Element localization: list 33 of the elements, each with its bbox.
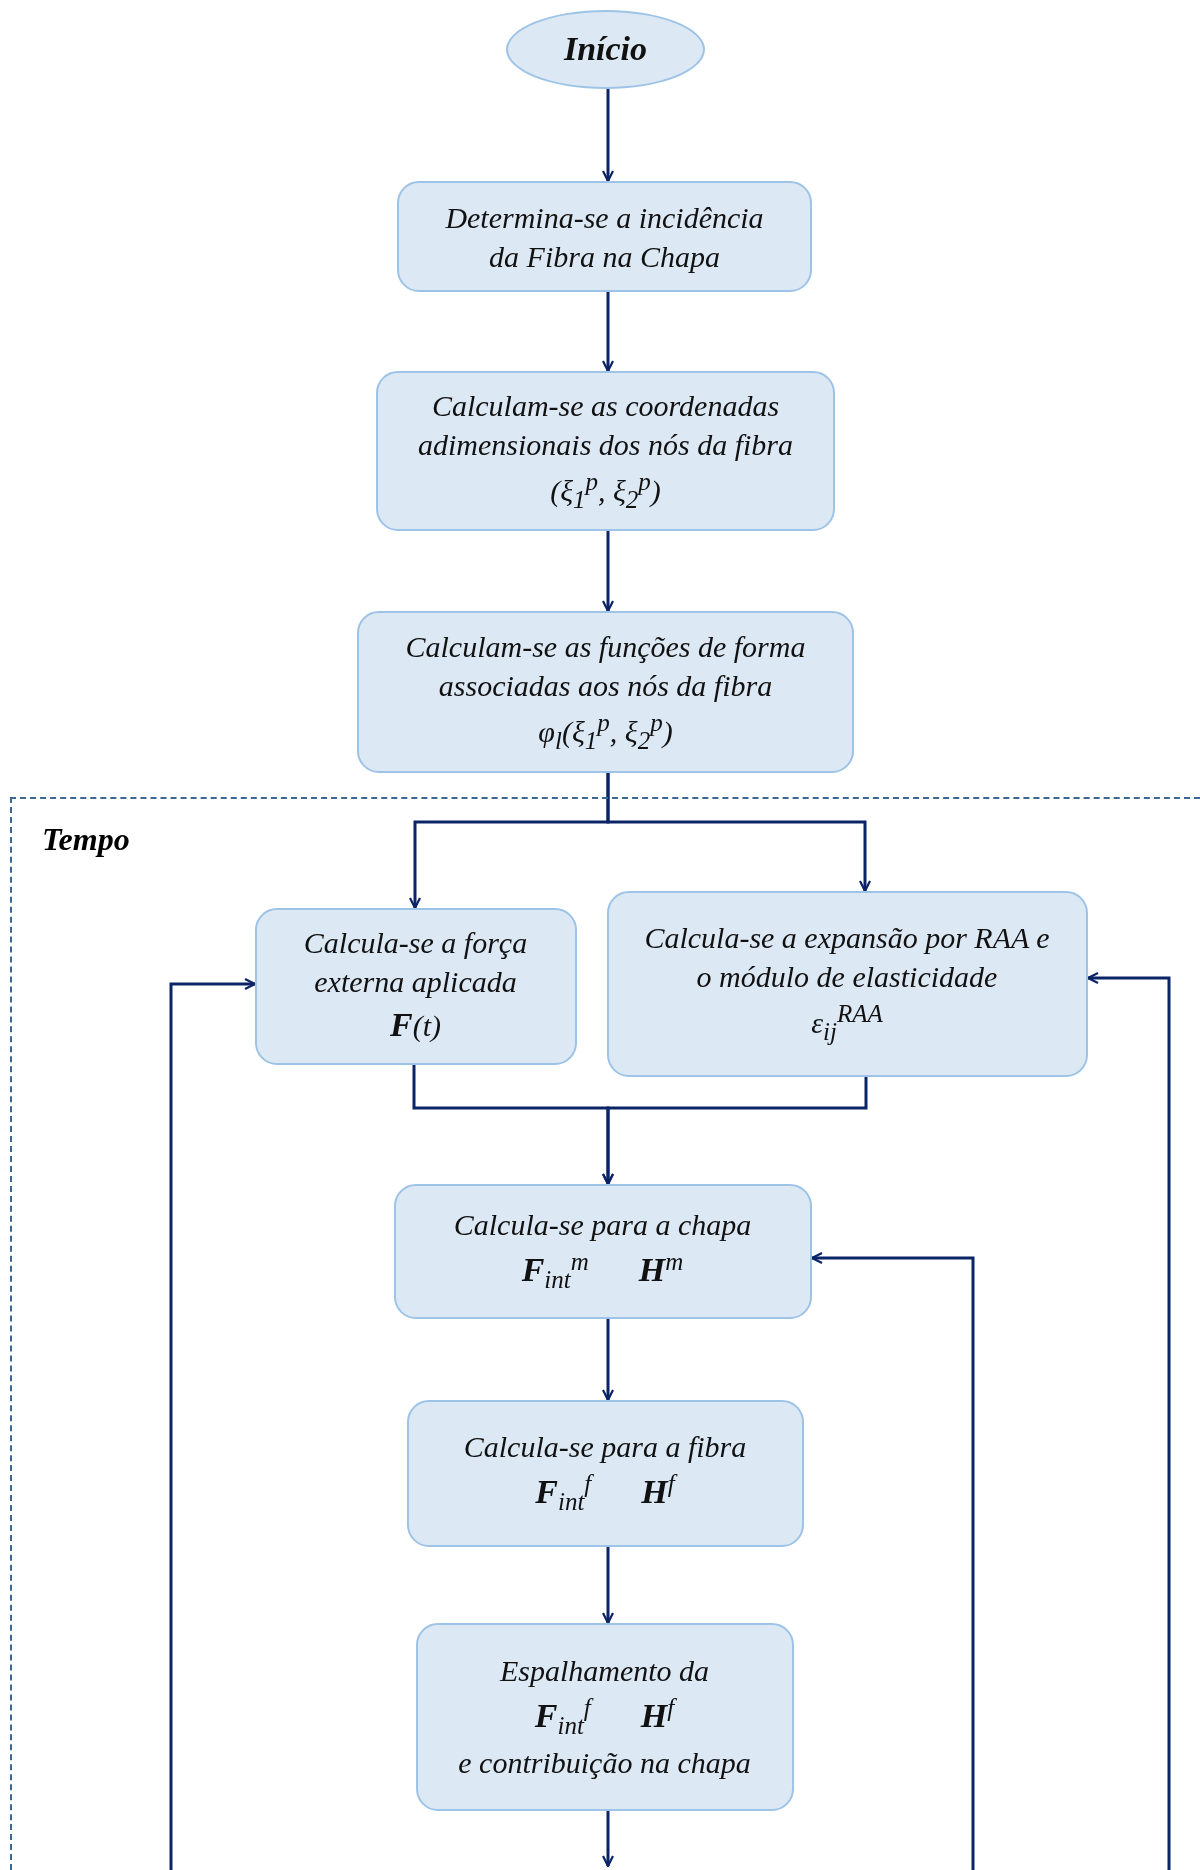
start-label: Início bbox=[563, 29, 648, 70]
step-text: Calculam-se as coordenadas adimensionais dos nós da fibra bbox=[417, 387, 794, 463]
step-text: Espalhamento da bbox=[499, 1653, 710, 1689]
step-text: Calcula-se para a fibra bbox=[463, 1429, 747, 1465]
process-box bbox=[357, 611, 854, 773]
dashed-region bbox=[10, 797, 1200, 1870]
step-text: Determina-se a incidência da Fibra na Chapa bbox=[444, 199, 765, 275]
section-heading: Tempo bbox=[42, 821, 130, 858]
arrow bbox=[601, 1319, 615, 1402]
formula: H$^{f}$ bbox=[640, 1693, 675, 1736]
arrow bbox=[601, 531, 615, 613]
step-text: Calcula-se para a chapa bbox=[453, 1207, 752, 1243]
process-box bbox=[393, 1183, 812, 1319]
arrow bbox=[606, 773, 872, 893]
process-box bbox=[606, 890, 1088, 1077]
process-box bbox=[406, 1399, 804, 1547]
formula: φ$_{l}$(ξ$_{1}$$^{p}$, ξ$_{2}$$^{p}$) bbox=[538, 707, 673, 756]
arrow bbox=[601, 1811, 615, 1868]
arrow bbox=[1086, 971, 1171, 1870]
process-box bbox=[397, 181, 812, 292]
formula: H$^{m}$ bbox=[638, 1247, 684, 1290]
arrow bbox=[601, 292, 615, 373]
step-text: Calcula-se a força externa aplicada bbox=[302, 925, 529, 1001]
formula: F(t) bbox=[390, 1005, 441, 1046]
step-text: e contribuição na chapa bbox=[458, 1745, 751, 1781]
arrow bbox=[810, 1251, 975, 1870]
process-box bbox=[376, 371, 835, 531]
arrow bbox=[601, 1547, 615, 1625]
arrow bbox=[601, 1077, 868, 1186]
process-box bbox=[254, 907, 577, 1065]
formula: (ξ$_{1}$$^{p}$, ξ$_{2}$$^{p}$) bbox=[550, 466, 661, 515]
process-box bbox=[415, 1622, 794, 1811]
arrow bbox=[601, 89, 615, 183]
